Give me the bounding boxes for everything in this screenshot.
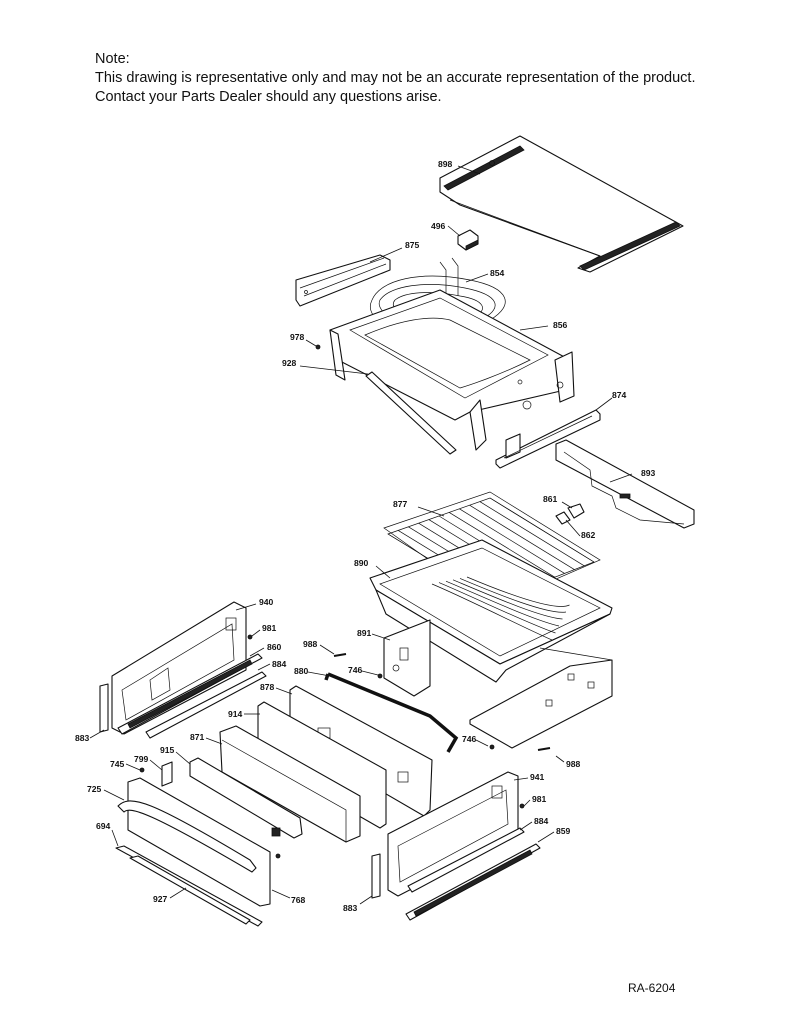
label-981-lower: 981 — [532, 794, 547, 804]
label-890: 890 — [354, 558, 369, 568]
label-856: 856 — [553, 320, 568, 330]
label-891: 891 — [357, 628, 372, 638]
label-746-upper: 746 — [348, 665, 363, 675]
part-883-left-clip — [99, 683, 109, 733]
disclaimer-note: Note: This drawing is representative onl… — [95, 50, 695, 107]
label-884-upper: 884 — [272, 659, 287, 669]
label-746-lower: 746 — [462, 734, 477, 744]
label-880: 880 — [294, 666, 309, 676]
label-860: 860 — [267, 642, 282, 652]
label-914: 914 — [228, 709, 243, 719]
part-859-right-slide-rail — [405, 843, 541, 921]
part-496-block — [457, 229, 479, 251]
label-799: 799 — [134, 754, 149, 764]
part-928-gasket-rod — [365, 371, 457, 455]
label-883-left: 883 — [75, 733, 90, 743]
note-line-2: Contact your Parts Dealer should any que… — [95, 89, 442, 105]
label-496: 496 — [431, 221, 446, 231]
part-978-screw — [315, 344, 321, 350]
label-893: 893 — [641, 468, 656, 478]
pan-rib — [445, 580, 560, 627]
label-978: 978 — [290, 332, 305, 342]
part-746-spacer-upper — [377, 673, 383, 679]
label-898: 898 — [438, 159, 453, 169]
part-880-gasket-frame — [324, 672, 459, 753]
rack-wire — [449, 512, 555, 578]
part-940-left-drawer-side — [111, 601, 247, 735]
label-941: 941 — [530, 772, 545, 782]
part-891-drawer-cabinet — [383, 619, 613, 749]
part-884-left-rail — [145, 671, 267, 739]
part-981-screw-lower — [519, 803, 525, 809]
label-854: 854 — [490, 268, 505, 278]
pan-rib — [438, 582, 556, 634]
part-856-oven-frame — [329, 289, 575, 451]
part-988-screw-lower — [537, 747, 551, 751]
pan-rib — [431, 583, 553, 641]
part-725-drawer-front — [117, 777, 281, 907]
label-988-lower: 988 — [566, 759, 581, 769]
pan-rib — [459, 578, 567, 613]
part-915-channel — [189, 757, 303, 839]
part-893-back-panel — [555, 439, 695, 529]
label-859: 859 — [556, 826, 571, 836]
rack-wire — [459, 508, 565, 574]
label-940: 940 — [259, 597, 274, 607]
label-915: 915 — [160, 745, 175, 755]
label-874: 874 — [612, 390, 627, 400]
label-988-upper: 988 — [303, 639, 318, 649]
note-line-1: This drawing is representative only and … — [95, 70, 696, 86]
label-877: 877 — [393, 499, 408, 509]
rack-wire — [479, 501, 585, 567]
label-875: 875 — [405, 240, 420, 250]
part-number-labels: 898 496 875 854 856 978 928 874 893 877 … — [75, 159, 656, 913]
label-883-right: 883 — [343, 903, 358, 913]
label-694: 694 — [96, 821, 111, 831]
label-861: 861 — [543, 494, 558, 504]
part-981-screw-upper — [247, 634, 253, 640]
part-860-slide-rail — [117, 653, 263, 735]
leader-lines — [89, 165, 633, 905]
label-884-lower: 884 — [534, 816, 549, 826]
rack-wire — [469, 504, 575, 570]
label-745: 745 — [110, 759, 125, 769]
label-928: 928 — [282, 358, 297, 368]
label-871: 871 — [190, 732, 205, 742]
rack-wire — [489, 497, 595, 563]
part-884-right-rail — [407, 827, 525, 893]
part-861-clip — [567, 503, 585, 519]
label-862: 862 — [581, 530, 596, 540]
part-927-bottom-rail — [129, 855, 251, 925]
part-883-right-clip — [371, 853, 381, 899]
label-878: 878 — [260, 682, 275, 692]
part-746-spacer-lower — [489, 744, 495, 750]
part-745-screw — [139, 767, 145, 773]
part-875-left-bracket — [295, 254, 391, 307]
label-768: 768 — [291, 895, 306, 905]
label-927: 927 — [153, 894, 168, 904]
pan-rib — [466, 576, 570, 607]
label-725: 725 — [87, 784, 102, 794]
label-981-upper: 981 — [262, 623, 277, 633]
pan-rib — [452, 579, 563, 620]
part-898-top-panel — [439, 135, 684, 273]
drawing-code: RA-6204 — [628, 981, 676, 995]
part-799-bracket — [161, 761, 173, 787]
part-988-screw-upper — [333, 653, 347, 657]
note-heading: Note: — [95, 51, 130, 67]
